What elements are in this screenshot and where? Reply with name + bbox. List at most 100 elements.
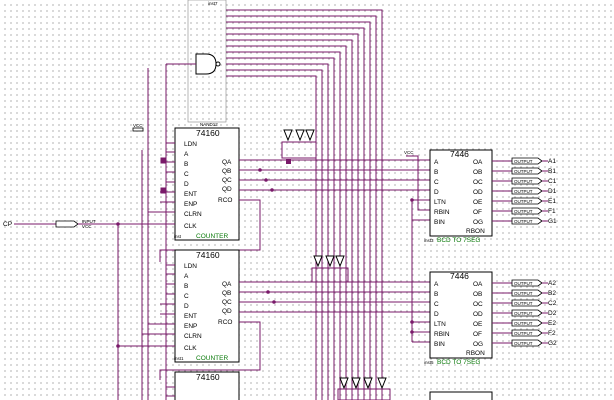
cp-input[interactable]: CP INPUT VCC bbox=[3, 219, 120, 400]
nand-gate[interactable] bbox=[195, 53, 217, 75]
c1-pin-enp: ENP bbox=[184, 201, 197, 208]
svg-text:OUTPUT: OUTPUT bbox=[514, 341, 533, 346]
c1-pin-ent: ENT bbox=[184, 191, 197, 198]
svg-text:OUTPUT: OUTPUT bbox=[514, 209, 533, 214]
c1-pin-clrn: CLRN bbox=[184, 211, 202, 218]
decoder-1-part: 7446 bbox=[450, 149, 469, 159]
decoder-2[interactable]: 7446 A B C D LTN RBIN BIN OA OB OC OD OE… bbox=[424, 271, 493, 366]
d2-pin-rbin: RBIN bbox=[434, 331, 450, 338]
output-e2-label: E2 bbox=[548, 320, 556, 327]
counter-1-part: 74160 bbox=[196, 128, 220, 138]
output-d1-label: D1 bbox=[548, 188, 557, 195]
svg-text:OUTPUT: OUTPUT bbox=[514, 199, 533, 204]
svg-text:OUTPUT: OUTPUT bbox=[514, 291, 533, 296]
vcc-label: VCC bbox=[133, 123, 143, 128]
not-gates-2[interactable] bbox=[311, 255, 349, 283]
counter-1-wires bbox=[118, 142, 430, 262]
decoder-3-body[interactable] bbox=[429, 391, 493, 400]
c1-pin-a: A bbox=[184, 151, 189, 158]
decoder-2-body[interactable] bbox=[429, 271, 493, 359]
decoder-2-footer: BCD TO 7SEG bbox=[437, 359, 480, 366]
d1-pin-ltn: LTN bbox=[434, 199, 446, 206]
d2-pin-rbon: RBON bbox=[466, 350, 485, 357]
output-f2-label: F2 bbox=[548, 330, 556, 337]
c2-pin-c: C bbox=[184, 293, 189, 300]
svg-text:OUTPUT: OUTPUT bbox=[514, 169, 533, 174]
decoder-1-footer: BCD TO 7SEG bbox=[437, 237, 480, 244]
decoder-1-body[interactable] bbox=[429, 149, 493, 237]
d2-pin-a: A bbox=[434, 281, 439, 288]
d2-pin-og: OG bbox=[473, 341, 483, 348]
c2-pin-qc: QC bbox=[222, 299, 232, 306]
c1-pin-b: B bbox=[184, 161, 188, 168]
not-gates-1[interactable] bbox=[281, 129, 317, 164]
c2-pin-qa: QA bbox=[222, 281, 232, 288]
vcc-label-2: VCC bbox=[404, 150, 414, 155]
svg-text:OUTPUT: OUTPUT bbox=[514, 219, 533, 224]
c2-pin-qd: QD bbox=[222, 308, 232, 315]
d1-pin-bin: BIN bbox=[434, 219, 445, 226]
d1-pin-c: C bbox=[434, 179, 439, 186]
counter-3[interactable]: 74160 bbox=[166, 371, 240, 400]
counter-1-footer: COUNTER bbox=[196, 233, 228, 240]
d1-pin-d: D bbox=[434, 189, 439, 196]
c1-pin-ldn: LDN bbox=[184, 141, 197, 148]
c2-pin-clk: CLK bbox=[184, 345, 197, 352]
d2-pin-od: OD bbox=[473, 311, 483, 318]
counter-2-body[interactable] bbox=[174, 249, 240, 363]
d2-pin-b: B bbox=[434, 291, 438, 298]
c1-pin-qa: QA bbox=[222, 159, 232, 166]
d1-pin-of: OF bbox=[473, 209, 482, 216]
cp-label: CP bbox=[3, 221, 12, 228]
decoder-1[interactable]: 7446 A B C D LTN RBIN BIN OA OB OC OD OE… bbox=[424, 149, 493, 244]
d2-pin-oc: OC bbox=[473, 301, 483, 308]
output-b1-label: B1 bbox=[548, 168, 556, 175]
c2-pin-qb: QB bbox=[222, 290, 231, 297]
output-b2-label: B2 bbox=[548, 290, 556, 297]
d1-pin-oc: OC bbox=[473, 179, 483, 186]
counter-2-footer: COUNTER bbox=[196, 355, 228, 362]
c1-pin-c: C bbox=[184, 171, 189, 178]
c1-pin-clk: CLK bbox=[184, 223, 197, 230]
d2-pin-oe: OE bbox=[473, 321, 483, 328]
d1-pin-oa: OA bbox=[473, 159, 483, 166]
not-gates-3[interactable] bbox=[337, 377, 391, 400]
counter-2-inst: inst1 bbox=[174, 356, 184, 361]
d2-pin-bin: BIN bbox=[434, 341, 445, 348]
d1-pin-og: OG bbox=[473, 219, 483, 226]
counter-3-part: 74160 bbox=[196, 372, 220, 382]
output-c1-label: C1 bbox=[548, 178, 557, 185]
svg-text:INPUT: INPUT bbox=[82, 219, 96, 224]
c2-pin-d: D bbox=[184, 303, 189, 310]
counter-1-body[interactable] bbox=[174, 127, 240, 241]
c1-pin-qd: QD bbox=[222, 186, 232, 193]
c1-pin-qc: QC bbox=[222, 177, 232, 184]
nand-gate-group[interactable]: inst7 NAND12 bbox=[166, 0, 227, 127]
cp-input-symbol[interactable] bbox=[55, 220, 79, 228]
nand-bubble bbox=[215, 61, 221, 67]
c2-pin-ent: ENT bbox=[184, 313, 197, 320]
svg-text:OUTPUT: OUTPUT bbox=[514, 301, 533, 306]
d2-pin-ltn: LTN bbox=[434, 321, 446, 328]
c2-pin-ldn: LDN bbox=[184, 263, 197, 270]
counter-2[interactable]: 74160 LDN A B C D ENT ENP CLRN CLK QA QB… bbox=[174, 249, 240, 363]
counter-1[interactable]: 74160 LDN A B C D ENT ENP CLRN CLK QA QB… bbox=[174, 127, 240, 241]
d1-pin-oe: OE bbox=[473, 199, 483, 206]
counter-3-body[interactable] bbox=[174, 371, 240, 400]
output-pin-b1: OUTPUT B1 bbox=[511, 167, 556, 175]
vcc-symbol bbox=[132, 127, 144, 132]
d1-pin-rbin: RBIN bbox=[434, 209, 450, 216]
decoder-2-inst: inst5 bbox=[424, 360, 434, 365]
output-d2-label: D2 bbox=[548, 310, 557, 317]
